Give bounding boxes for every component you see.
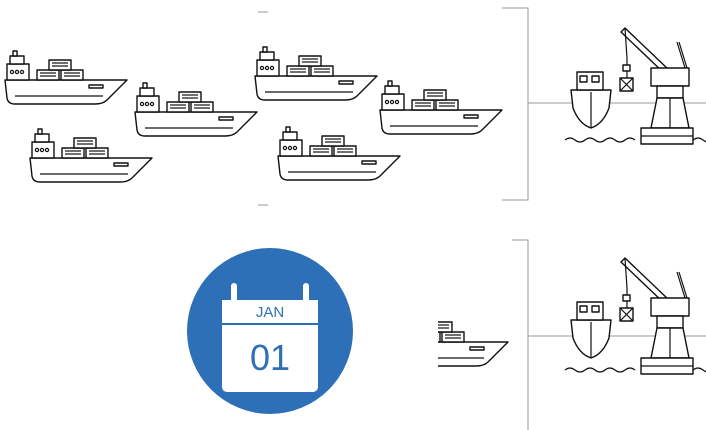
cargo-ship-icon xyxy=(135,83,257,136)
cargo-ship-icon xyxy=(278,127,400,180)
calendar-day: 01 xyxy=(250,337,290,378)
calendar-month: JAN xyxy=(256,304,284,321)
port-crane-icon xyxy=(565,258,706,374)
calendar-icon: JAN 01 xyxy=(187,248,353,414)
cargo-ship-icon xyxy=(30,129,152,182)
port-crane-icon xyxy=(565,28,706,144)
cargo-ship-icon xyxy=(5,51,127,104)
bracket-top xyxy=(502,8,528,200)
bracket-bottom xyxy=(512,240,528,430)
cargo-ship-icon xyxy=(386,313,508,366)
cargo-ship-icon xyxy=(255,47,377,100)
cargo-ship-icon xyxy=(380,81,502,134)
